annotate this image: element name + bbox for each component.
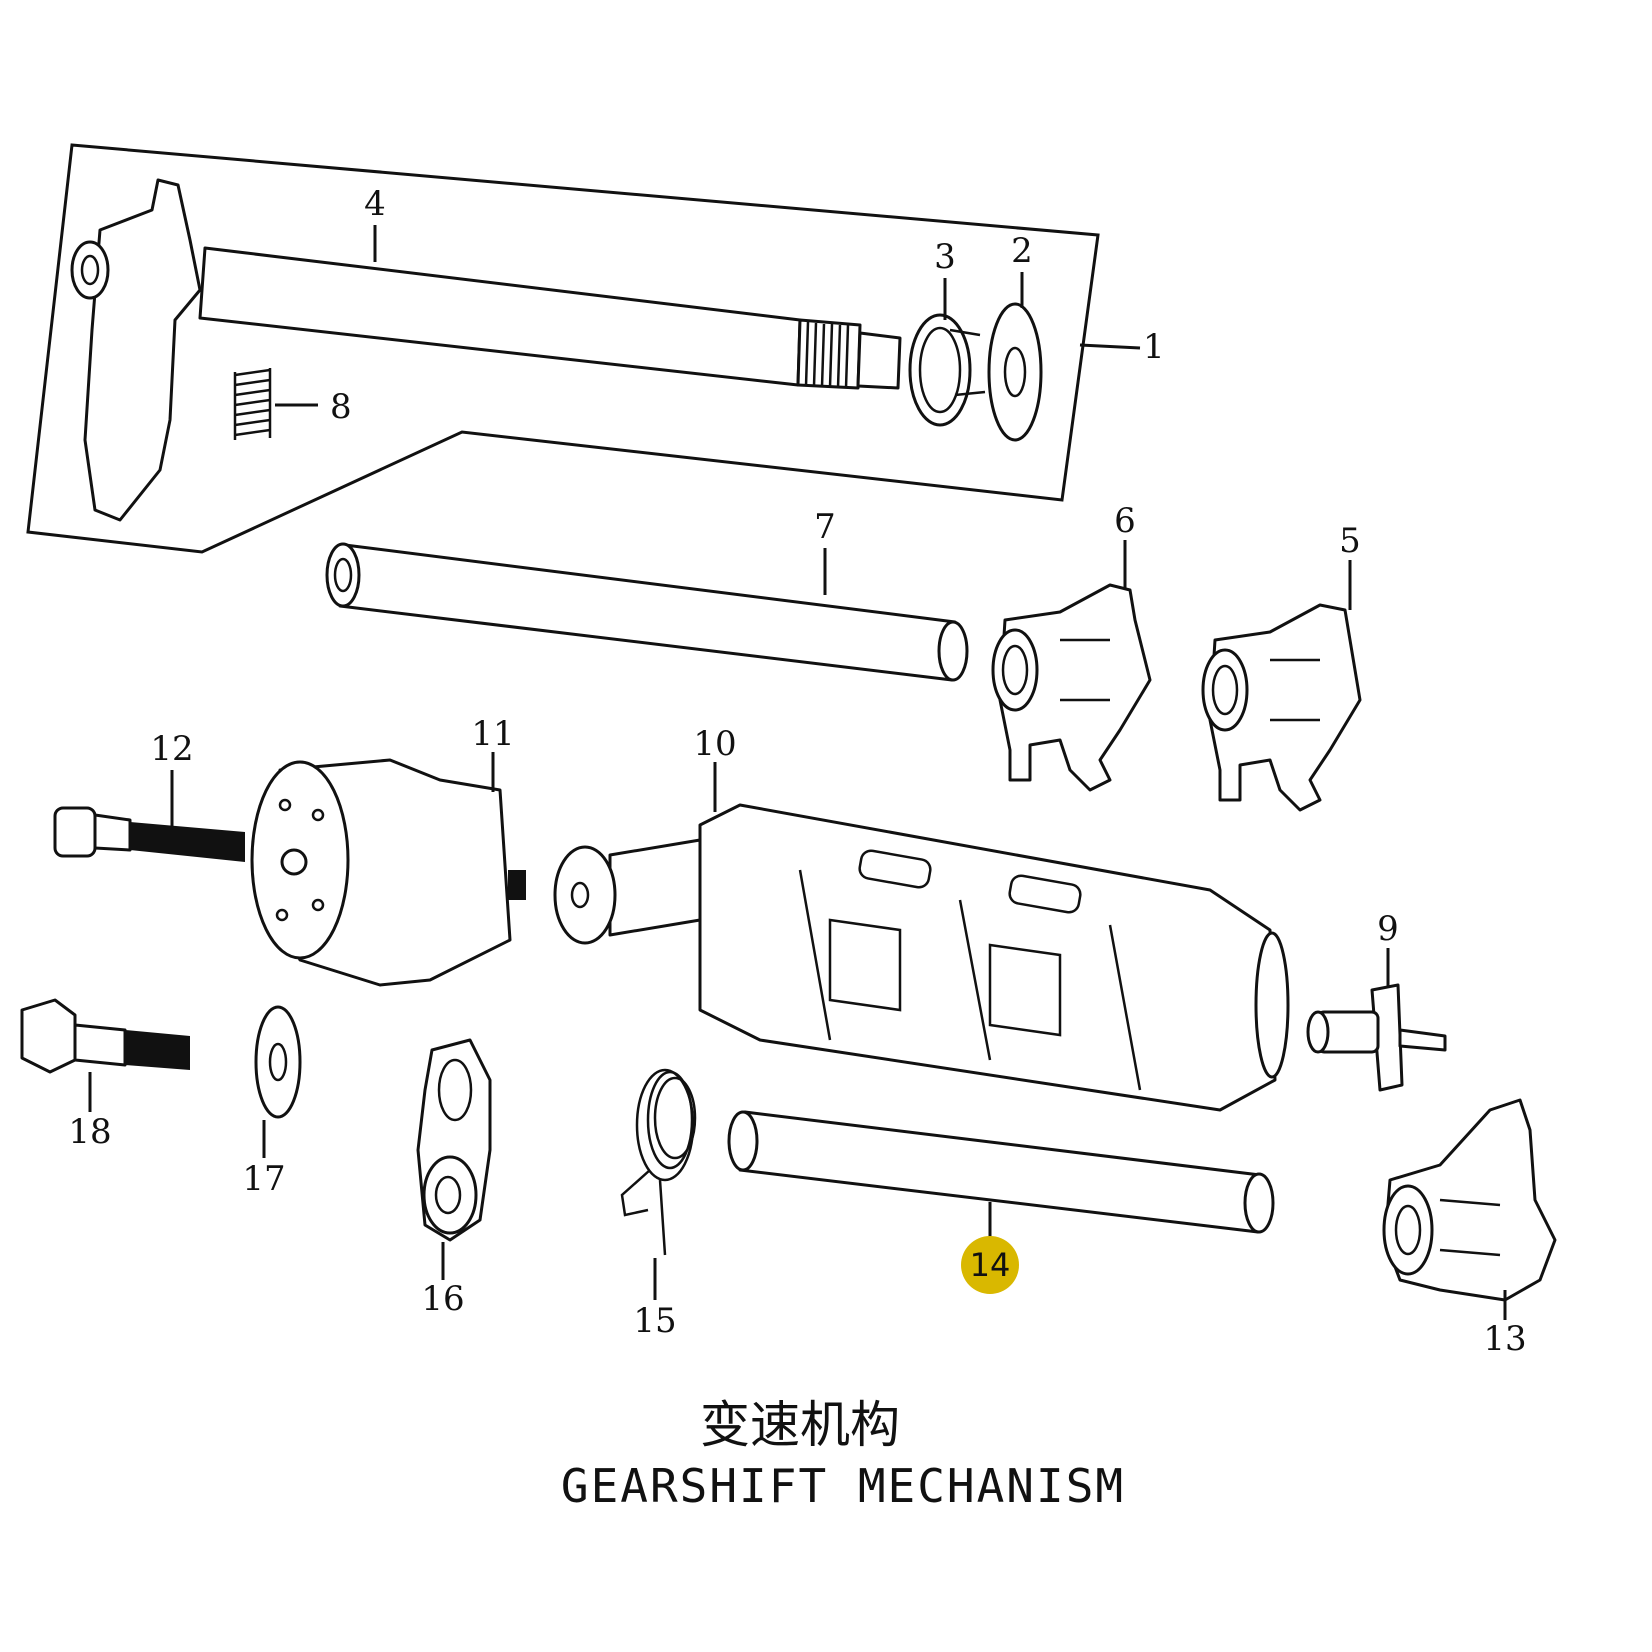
part-2-washer — [987, 302, 1043, 442]
callout-17: 17 — [242, 1159, 285, 1199]
callout-4: 4 — [364, 184, 386, 224]
callout-16: 16 — [421, 1279, 464, 1319]
callout-15: 15 — [633, 1301, 676, 1341]
part-10-shift-drum — [553, 803, 1290, 1112]
part-4-shift-shaft — [70, 178, 902, 522]
callout-6: 6 — [1114, 501, 1136, 541]
callout-11: 11 — [471, 714, 514, 754]
title-chinese: 变速机构 — [700, 1396, 900, 1454]
callout-9: 9 — [1377, 909, 1399, 949]
part-18-bolt — [20, 998, 190, 1074]
part-9-stopper-pin — [1306, 983, 1447, 1092]
part-12-bolt — [53, 806, 245, 862]
leader-1 — [1079, 343, 1141, 350]
callout-2: 2 — [1011, 231, 1033, 271]
part-8-spring — [233, 368, 272, 440]
assembly-1-outline — [26, 143, 1100, 554]
part-16-stopper-arm — [416, 1038, 492, 1242]
callout-1: 1 — [1143, 327, 1165, 367]
part-17-washer — [254, 1005, 302, 1119]
callout-12: 12 — [150, 729, 193, 769]
callout-5: 5 — [1339, 521, 1361, 561]
callout-13: 13 — [1483, 1319, 1526, 1359]
part-11-shift-drum-cam — [250, 758, 526, 987]
callout-18: 18 — [68, 1112, 111, 1152]
callout-3: 3 — [934, 237, 956, 277]
part-5-shift-fork — [1201, 603, 1362, 812]
part-14-fork-shaft — [727, 1110, 1275, 1234]
callout-14: 14 — [970, 1246, 1011, 1284]
part-7-fork-shaft — [325, 542, 969, 682]
callout-8: 8 — [330, 387, 352, 427]
part-13-shift-fork — [1382, 1098, 1557, 1302]
part-6-shift-fork — [991, 583, 1152, 792]
title-english: GEARSHIFT MECHANISM — [561, 1459, 1125, 1513]
part-15-torsion-spring — [620, 1068, 697, 1256]
callout-10: 10 — [693, 724, 736, 764]
part-3-return-spring — [908, 313, 986, 427]
highlight-marker — [961, 1236, 1019, 1294]
callout-7: 7 — [814, 507, 836, 547]
